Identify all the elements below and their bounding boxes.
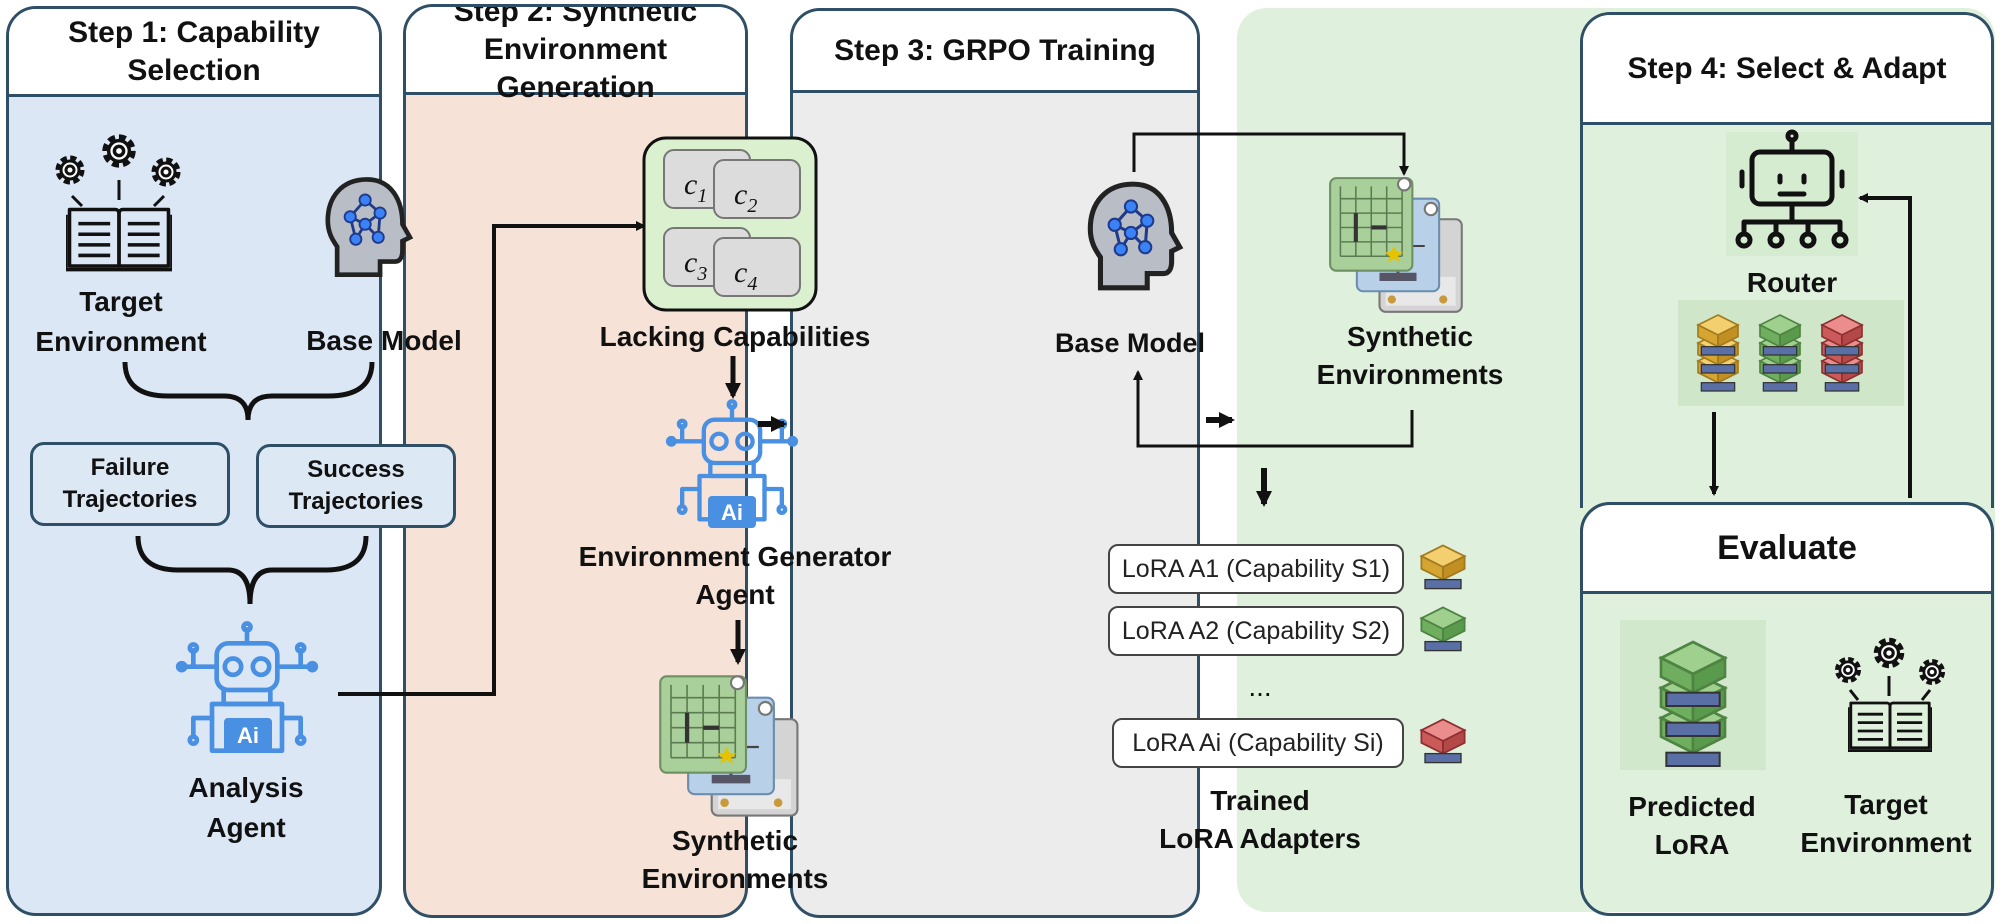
router-robot-icon (1735, 129, 1849, 249)
analysis-to-capabilities-arrow (338, 221, 646, 696)
generator-agent-ai-text: Ai (721, 500, 743, 525)
synthetic-to-base-arrow (1133, 370, 1414, 448)
target-environment-icon (58, 137, 178, 272)
lora-ai-label: LoRA Ai (Capability Si) (1112, 718, 1404, 768)
capability-c1-label: c1 (684, 168, 707, 207)
lora-ai-cube-icon (1420, 718, 1466, 764)
step2-synthetic-environments-label: Synthetic Environments (641, 825, 829, 894)
capability-c4-label: c4 (734, 256, 757, 295)
trained-lora-adapters-label: Trained LoRA Adapters (1159, 785, 1361, 854)
target-environment-label: Target Environment (35, 286, 207, 357)
success-trajectories-box: Success Trajectories (256, 444, 456, 528)
step3-synthetic-environments-label: Synthetic Environments (1316, 321, 1504, 390)
evaluate-header: Evaluate (1580, 502, 1994, 594)
step3-base-model-label: Base Model (1054, 328, 1206, 358)
capability-c2-card (713, 159, 801, 219)
merge-brace-top (122, 361, 375, 421)
step1-title: Step 1: Capability Selection (9, 9, 379, 97)
step3-synthetic-environments-icon (1330, 178, 1462, 312)
analysis-agent-ai-text: Ai (237, 723, 259, 748)
synthetic-environments-icon (660, 676, 797, 815)
step3-title: Step 3: GRPO Training (793, 11, 1197, 93)
router-label: Router (1746, 267, 1838, 298)
merge-brace-bottom (135, 535, 369, 605)
evaluate-to-router-arrow (1858, 193, 1912, 498)
step4-target-environment-label: Target Environment (1800, 789, 1972, 858)
step4-top-frame: Step 4: Select & Adapt (1580, 12, 1994, 508)
lacking-capabilities-label: Lacking Capabilities (599, 321, 871, 352)
base-to-synthetic-arrow (1132, 132, 1409, 176)
analysis-agent-label: Analysis Agent (188, 772, 304, 843)
base-model-label: Base Model (306, 325, 462, 356)
capability-c4-card (713, 237, 801, 297)
step4-title: Step 4: Select & Adapt (1583, 15, 1991, 125)
lora-a1-cube-icon (1420, 544, 1466, 590)
lora-ellipsis: ... (1248, 671, 1272, 702)
analysis-agent-ai-badge (224, 718, 272, 752)
step4-target-environment-icon (1837, 640, 1943, 753)
capability-c3-label: c3 (684, 246, 707, 285)
predicted-lora-label: Predicted LoRA (1628, 791, 1756, 860)
base-model-head-icon (328, 179, 410, 274)
environment-generator-agent-label: Environment Generator Agent (578, 541, 892, 610)
generator-agent-ai-badge (708, 496, 756, 528)
step3-panel: Step 3: GRPO Training (790, 8, 1200, 918)
lora-a2-cube-icon (1420, 606, 1466, 652)
lora-a2-label: LoRA A2 (Capability S2) (1108, 606, 1404, 656)
capability-c2-label: c2 (734, 178, 757, 217)
step3-base-model-head-icon (1090, 184, 1179, 288)
failure-trajectories-box: Failure Trajectories (30, 442, 230, 526)
lora-a1-label: LoRA A1 (Capability S1) (1108, 544, 1404, 594)
